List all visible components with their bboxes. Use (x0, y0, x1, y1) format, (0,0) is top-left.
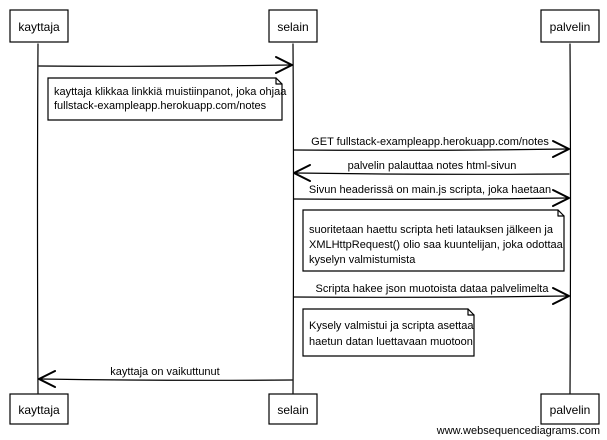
actor-label: selain (277, 403, 308, 417)
note-click-link[interactable]: kayttaja klikkaa linkkiä muistiinpanot, … (47, 77, 287, 121)
message-kayttaja-to-selain[interactable] (38, 56, 293, 74)
actor-label: selain (277, 20, 308, 34)
message-label: GET fullstack-exampleapp.herokuapp.com/n… (311, 136, 549, 148)
actor-selain-bottom[interactable]: selain (268, 393, 318, 425)
actor-label: kayttaja (18, 20, 60, 34)
lifelines (36, 43, 572, 394)
message-user-impressed[interactable]: kayttaja on vaikuttunut (38, 366, 293, 388)
message-get-notes[interactable]: GET fullstack-exampleapp.herokuapp.com/n… (293, 136, 570, 158)
actor-label: palvelin (550, 20, 591, 34)
lifeline-palvelin (569, 43, 572, 394)
note-line: suoritetaan haettu scripta heti lataukse… (309, 224, 554, 236)
actor-label: kayttaja (18, 403, 60, 417)
message-label: kayttaja on vaikuttunut (110, 366, 219, 378)
actor-label: palvelin (550, 403, 591, 417)
note-execute-script[interactable]: suoritetaan haettu scripta heti lataukse… (302, 209, 565, 272)
note-line: haetun datan luettavaan muotoon (309, 336, 473, 348)
note-line: fullstack-exampleapp.herokuapp.com/notes (54, 100, 267, 112)
actor-palvelin-top[interactable]: palvelin (540, 9, 600, 43)
message-return-html[interactable]: palvelin palauttaa notes html-sivun (293, 160, 570, 182)
note-query-done[interactable]: Kysely valmistui ja scripta asettaa haet… (302, 308, 475, 357)
message-label: Scripta hakee json muotoista dataa palve… (316, 283, 550, 295)
lifeline-kayttaja (36, 43, 39, 394)
message-fetch-json[interactable]: Scripta hakee json muotoista dataa palve… (293, 283, 570, 305)
note-line: XMLHttpRequest() olio saa kuuntelijan, j… (309, 239, 564, 251)
message-label: palvelin palauttaa notes html-sivun (348, 160, 517, 172)
actor-palvelin-bottom[interactable]: palvelin (540, 393, 600, 425)
lifeline-selain (292, 43, 295, 394)
note-line: kyselyn valmistumista (309, 254, 416, 266)
message-fetch-mainjs[interactable]: Sivun headerissä on main.js scripta, jok… (293, 184, 570, 207)
actor-selain-top[interactable]: selain (268, 9, 318, 43)
note-line: Kysely valmistui ja scripta asettaa (309, 320, 474, 332)
actor-kayttaja-bottom[interactable]: kayttaja (9, 393, 69, 425)
note-line: kayttaja klikkaa linkkiä muistiinpanot, … (54, 86, 287, 98)
message-label: Sivun headerissä on main.js scripta, jok… (309, 184, 551, 196)
actor-kayttaja-top[interactable]: kayttaja (9, 9, 69, 43)
footer-credit: www.websequencediagrams.com (436, 425, 600, 437)
